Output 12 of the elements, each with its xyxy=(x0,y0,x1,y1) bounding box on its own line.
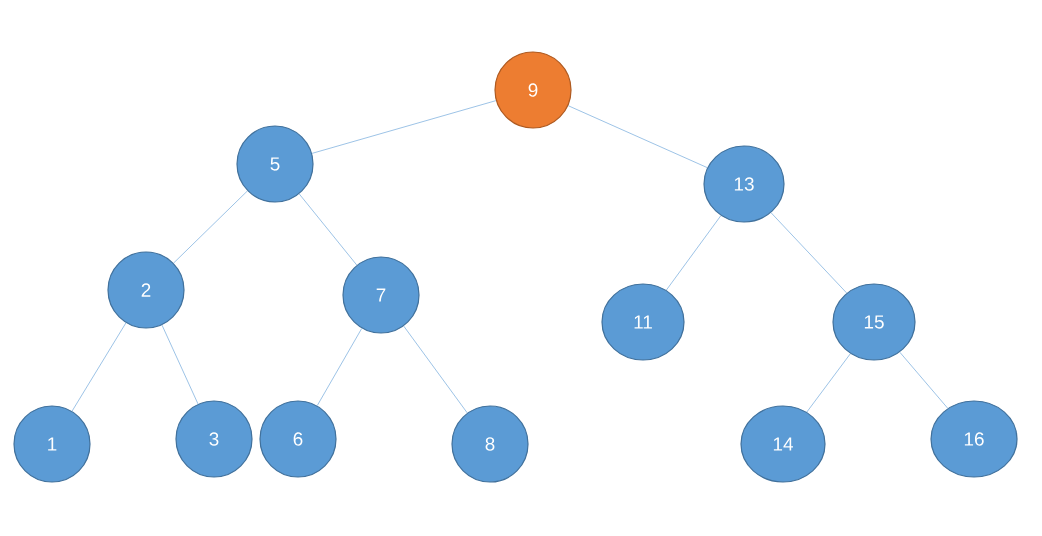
tree-edge xyxy=(666,215,722,291)
tree-edge xyxy=(403,325,468,414)
tree-edge xyxy=(316,328,363,406)
tree-edge xyxy=(567,105,708,168)
tree-edge xyxy=(298,193,358,266)
tree-edge xyxy=(770,212,847,294)
tree-edge xyxy=(161,324,199,405)
tree-edge xyxy=(806,353,851,413)
tree-edge xyxy=(899,351,948,409)
tree-edge xyxy=(311,100,497,154)
tree-edge xyxy=(173,190,248,264)
tree-edge xyxy=(71,322,127,412)
